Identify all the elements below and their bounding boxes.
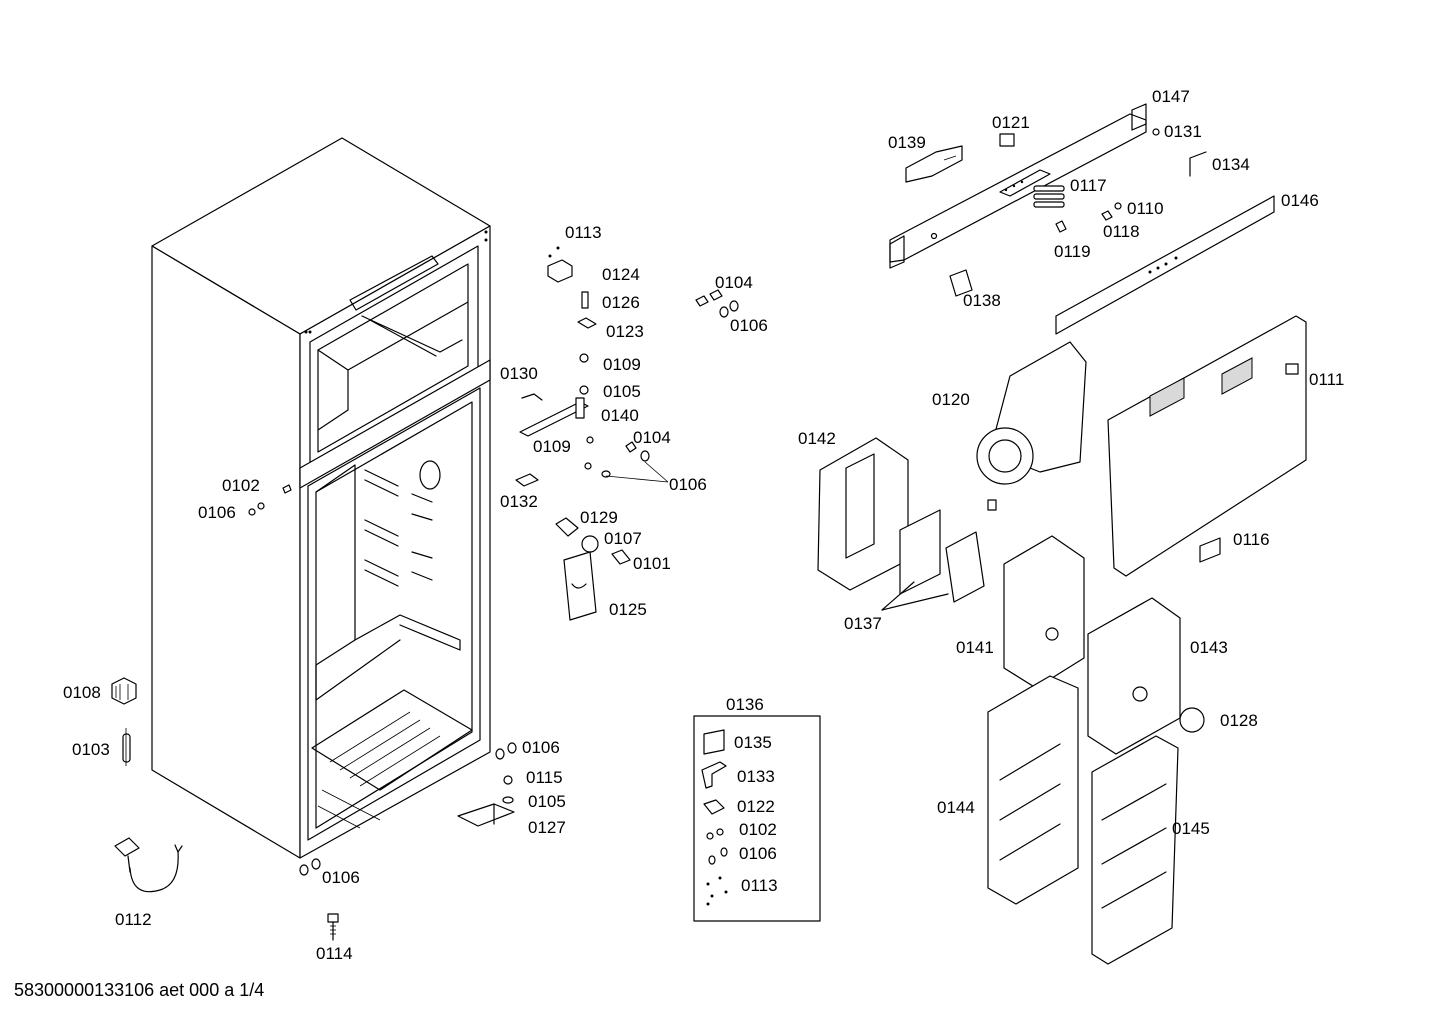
label-0109-b: 0109 [533, 437, 571, 456]
label-0108: 0108 [63, 683, 101, 702]
label-0117: 0117 [1070, 176, 1107, 195]
label-0140: 0140 [601, 406, 639, 425]
label-0118: 0118 [1103, 222, 1140, 241]
label-0142: 0142 [798, 429, 836, 448]
label-0125: 0125 [609, 600, 647, 619]
control-panel-assembly [889, 103, 1275, 335]
label-0143: 0143 [1190, 638, 1228, 657]
label-kit-0113: 0113 [741, 876, 778, 895]
label-0137: 0137 [844, 614, 882, 633]
small-parts-left [111, 484, 339, 941]
label-0112: 0112 [115, 910, 152, 929]
label-kit-0133: 0133 [737, 767, 775, 786]
label-0105-b: 0105 [528, 792, 566, 811]
label-0146: 0146 [1281, 191, 1319, 210]
label-0106-b: 0106 [730, 316, 768, 335]
label-0106-a: 0106 [669, 475, 707, 494]
document-footer-id: 58300000133106 aet 000 a 1/4 [14, 980, 265, 1000]
label-0101: 0101 [633, 554, 671, 573]
label-kit-0122: 0122 [737, 797, 775, 816]
label-0145: 0145 [1172, 819, 1210, 838]
label-0132: 0132 [500, 492, 538, 511]
label-0111: 0111 [1309, 370, 1344, 389]
label-0113: 0113 [565, 223, 602, 242]
label-0144: 0144 [937, 798, 975, 817]
evaporator-and-ducts [817, 315, 1307, 965]
label-0114: 0114 [316, 944, 353, 963]
label-0106-c: 0106 [198, 503, 236, 522]
label-0106-e: 0106 [522, 738, 560, 757]
label-0104-a: 0104 [633, 428, 671, 447]
label-0134: 0134 [1212, 155, 1250, 174]
fridge-cabinet-drawing [151, 137, 491, 859]
leader-lines [605, 461, 669, 483]
label-0115: 0115 [526, 768, 563, 787]
label-0131: 0131 [1164, 122, 1202, 141]
label-0128: 0128 [1220, 711, 1258, 730]
label-0124: 0124 [602, 265, 640, 284]
label-0104-b: 0104 [715, 273, 753, 292]
part-labels: 0147 0121 0139 0131 0134 0117 0110 0118 … [63, 87, 1344, 963]
label-kit-0106: 0106 [739, 844, 777, 863]
kit-box-0136 [693, 715, 821, 922]
label-0116: 0116 [1233, 530, 1270, 549]
hinge-parts-center [457, 246, 739, 827]
label-0147: 0147 [1152, 87, 1190, 106]
label-0138: 0138 [963, 291, 1001, 310]
label-0121: 0121 [992, 113, 1030, 132]
label-0139: 0139 [888, 133, 926, 152]
label-kit-0135: 0135 [734, 733, 772, 752]
label-0106-d: 0106 [322, 868, 360, 887]
label-0129: 0129 [580, 508, 618, 527]
label-0123: 0123 [606, 322, 644, 341]
label-0107: 0107 [604, 529, 642, 548]
label-0110: 0110 [1127, 199, 1164, 218]
kit-box-title: 0136 [726, 695, 764, 714]
label-0130: 0130 [500, 364, 538, 383]
label-0126: 0126 [602, 293, 640, 312]
label-0120: 0120 [932, 390, 970, 409]
label-0105-a: 0105 [603, 382, 641, 401]
label-0127: 0127 [528, 818, 566, 837]
label-0103: 0103 [72, 740, 110, 759]
label-0119: 0119 [1054, 242, 1091, 261]
label-0141: 0141 [956, 638, 994, 657]
label-0102: 0102 [222, 476, 260, 495]
label-kit-0102: 0102 [739, 820, 777, 839]
label-0109-a: 0109 [603, 355, 641, 374]
